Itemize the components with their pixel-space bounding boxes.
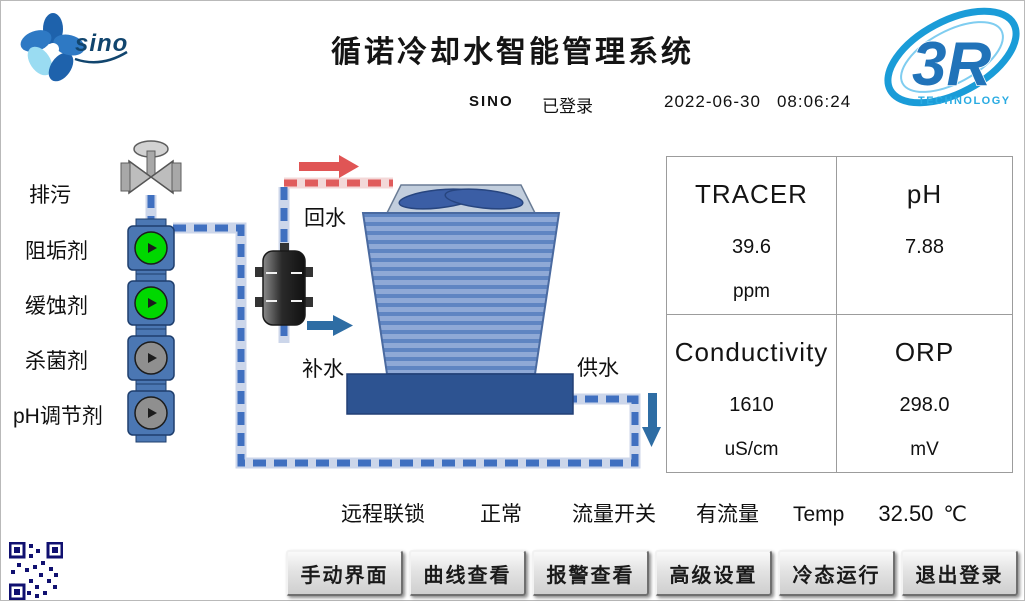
pump-scale-inhibitor <box>127 218 175 278</box>
measurement-ph: pH 7.88 <box>837 157 1012 315</box>
measurement-unit: ppm <box>733 281 770 302</box>
temp-label: Temp <box>793 503 845 526</box>
sino-logo-text: sino <box>75 30 128 57</box>
pump-corrosion-inhibitor <box>127 273 175 333</box>
advanced-settings-button[interactable]: 高级设置 <box>655 550 772 596</box>
login-status: 已登录 <box>542 97 593 116</box>
measurement-orp: ORP 298.0 mV <box>837 315 1012 473</box>
measurement-name: Conductivity <box>674 336 829 367</box>
label-ph-adjuster: pH调节剂 <box>13 405 103 428</box>
measurement-value: 298.0 <box>899 393 950 416</box>
measurement-value: 7.88 <box>905 236 944 258</box>
logout-button[interactable]: 退出登录 <box>901 550 1018 596</box>
measurement-unit: mV <box>910 438 939 460</box>
temp-value: 32.50 <box>878 501 934 526</box>
curve-view-button[interactable]: 曲线查看 <box>409 550 526 596</box>
fan-blade-right <box>444 188 524 210</box>
interlock-label: 远程联锁 <box>341 503 425 526</box>
measurement-value: 1610 <box>729 393 774 416</box>
label-corrosion-inhibitor: 缓蚀剂 <box>25 295 88 318</box>
cooling-tower <box>346 184 574 415</box>
blowdown-valve <box>120 140 182 195</box>
button-bar: 手动界面 曲线查看 报警查看 高级设置 冷态运行 退出登录 <box>286 550 1018 596</box>
water-pipes <box>147 187 639 467</box>
label-return-water: 回水 <box>304 207 346 230</box>
label-biocide: 杀菌剂 <box>25 350 88 373</box>
login-datetime: 2022-06-30 08:06:24 <box>664 92 851 112</box>
3r-logo-text: 3R <box>912 30 991 99</box>
measurement-panel: TRACER 39.6 ppm pH 7.88 Conductivity 161… <box>666 156 1013 473</box>
alarm-view-button[interactable]: 报警查看 <box>532 550 649 596</box>
pump-ph-adjuster <box>127 383 175 443</box>
sino-logo: sino <box>20 13 128 82</box>
qr-code <box>9 542 63 600</box>
flow-switch-value: 有流量 <box>696 503 759 526</box>
measurement-unit: uS/cm <box>724 438 779 460</box>
login-user: SINO <box>469 93 514 110</box>
measurement-name: ORP <box>894 336 955 367</box>
3r-technology-logo: 3R TECHNOLOGY <box>884 7 1020 107</box>
label-blowdown: 排污 <box>29 184 71 207</box>
date-value: 2022-06-30 <box>664 92 761 111</box>
temp-unit: ℃ <box>943 503 968 526</box>
label-scale-inhibitor: 阻垢剂 <box>25 240 88 263</box>
tower-basin <box>346 373 574 415</box>
supply-flow-arrow <box>642 393 661 447</box>
measurement-value: 39.6 <box>732 236 771 258</box>
tower-body <box>361 212 561 375</box>
makeup-flow-arrow <box>307 315 353 336</box>
cold-run-button[interactable]: 冷态运行 <box>778 550 895 596</box>
pump-biocide <box>127 328 175 388</box>
filter-vessel <box>255 243 313 326</box>
status-bar: 远程联锁 正常 流量开关 有流量 Temp 32.50 ℃ <box>341 498 967 528</box>
flow-switch-label: 流量开关 <box>572 503 656 526</box>
interlock-value: 正常 <box>480 503 522 526</box>
label-supply-water: 供水 <box>577 357 619 380</box>
measurement-name: TRACER <box>695 179 808 209</box>
return-flow-arrow <box>299 155 359 178</box>
page-title: 循诺冷却水智能管理系统 <box>331 36 694 69</box>
measurement-name: pH <box>906 179 943 209</box>
measurement-tracer: TRACER 39.6 ppm <box>667 157 837 315</box>
manual-screen-button[interactable]: 手动界面 <box>286 550 403 596</box>
measurement-conductivity: Conductivity 1610 uS/cm <box>667 314 837 472</box>
time-value: 08:06:24 <box>776 92 852 111</box>
label-makeup-water: 补水 <box>302 358 344 381</box>
3r-logo-subtext: TECHNOLOGY <box>918 95 1011 107</box>
